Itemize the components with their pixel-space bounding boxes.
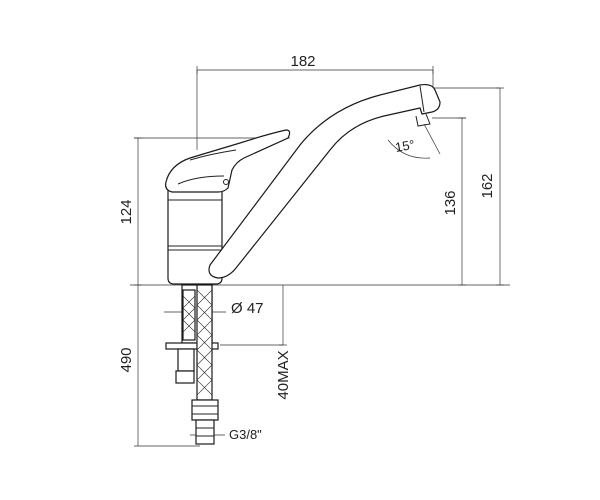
dimension-width-top: 182 [196, 53, 434, 150]
dim-label-182: 182 [290, 53, 315, 70]
dim-label-162: 162 [479, 173, 496, 198]
dimension-hole-diameter: Ø 47 [164, 300, 264, 317]
mounting-assembly [165, 284, 219, 445]
spout-angle-indicator: 15° [387, 123, 441, 159]
dim-label-124: 124 [118, 199, 135, 224]
lever-handle [165, 129, 291, 193]
faucet-body [167, 189, 223, 285]
dimension-hose-length: 490 [118, 285, 200, 447]
dim-label-136: 136 [442, 190, 459, 215]
dim-label-thread: G3/8" [229, 427, 262, 442]
spout [208, 83, 441, 279]
dim-label-angle: 15° [394, 137, 416, 155]
dim-label-490: 490 [118, 347, 135, 372]
dim-label-diameter-47: Ø 47 [231, 300, 264, 317]
dimension-spout-height: 136 [432, 117, 466, 286]
dimension-mount-max: 40MAX [220, 285, 292, 400]
dim-label-40max: 40MAX [275, 350, 292, 399]
dimension-total-height: 162 [425, 87, 504, 286]
